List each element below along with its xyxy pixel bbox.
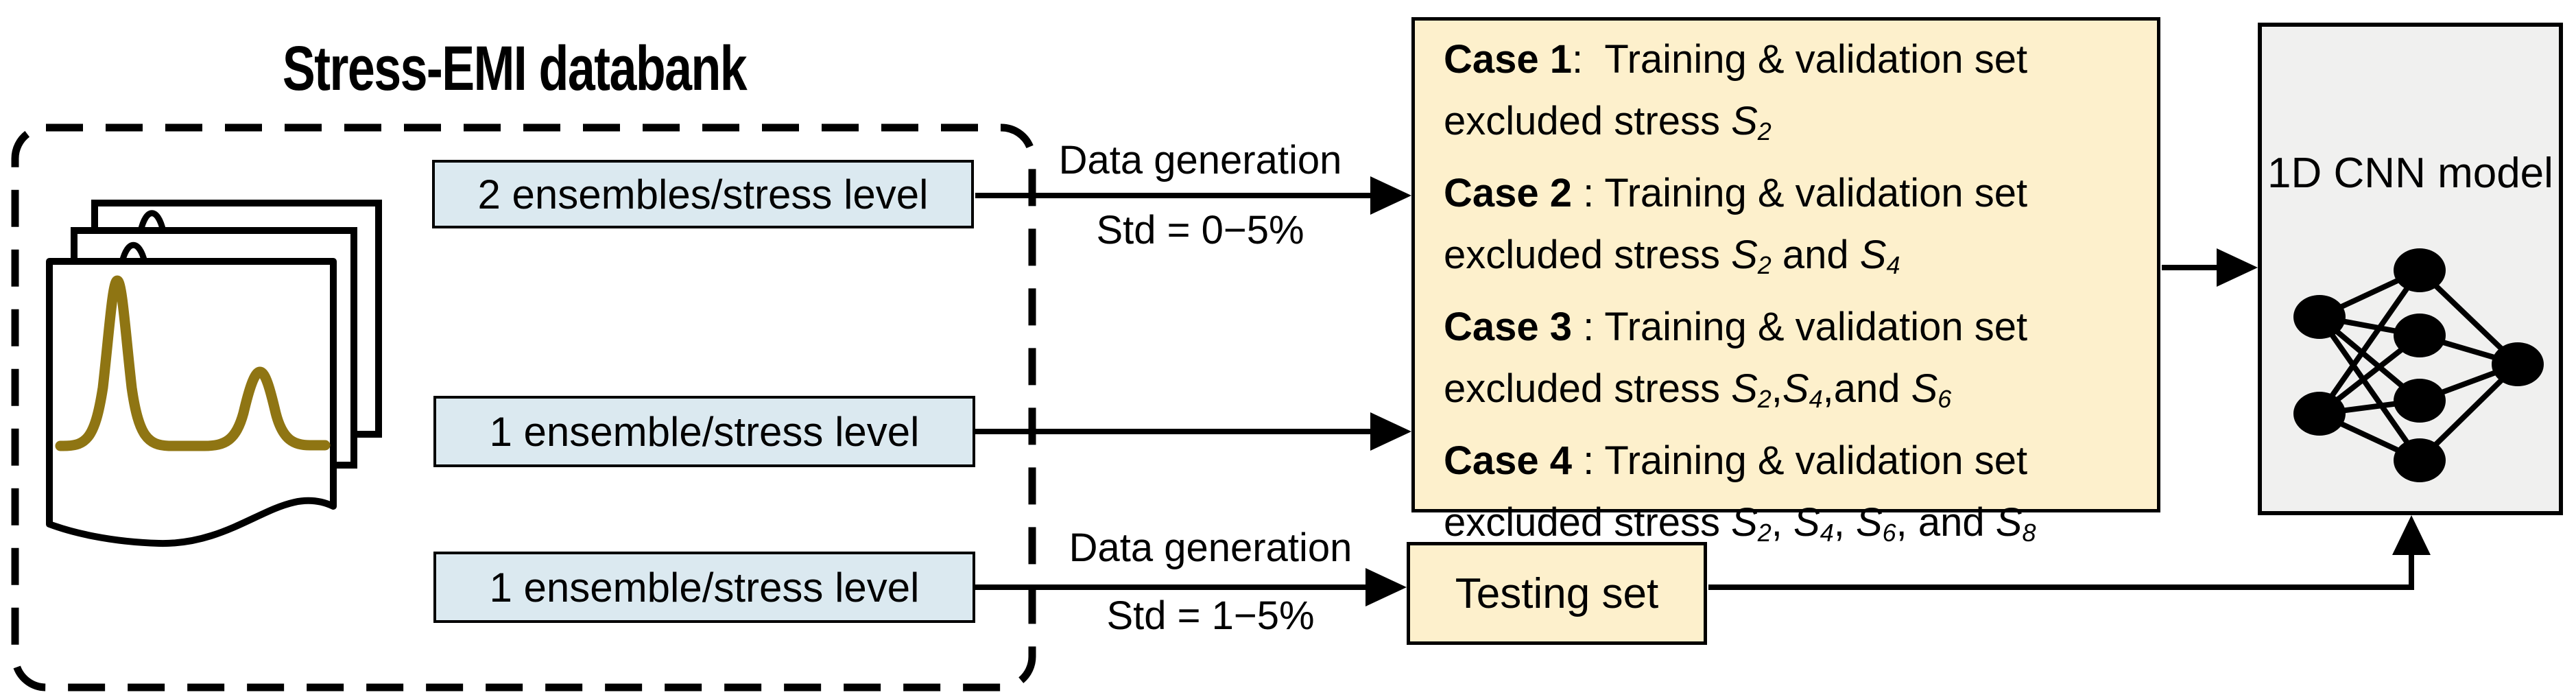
case-1-exclusion-line: excluded stress S2	[1444, 91, 2138, 163]
ensemble-box-3: 1 ensemble/stress level	[433, 552, 975, 623]
case-3-title-line: Case 3 : Training & validation set	[1444, 296, 2138, 358]
testing-set-label: Testing set	[1455, 569, 1659, 617]
ensemble-box-2-label: 1 ensemble/stress level	[489, 408, 920, 455]
stress-symbol: S	[1731, 499, 1758, 545]
case-1-separator: :	[1572, 37, 1605, 82]
case-text: excluded stress	[1444, 232, 1732, 277]
case-4-name: Case 4	[1444, 438, 1573, 483]
cnn-model-box: 1D CNN model	[2258, 23, 2563, 515]
stress-symbol: S	[1855, 499, 1883, 545]
case-2-exclusion-line: excluded stress S2 and S4	[1444, 224, 2138, 296]
case-3-exclusion-line: excluded stress S2,S4,and S6	[1444, 358, 2138, 430]
case-3-desc: Training & validation set	[1604, 304, 2028, 349]
case-2-name: Case 2	[1444, 170, 1573, 215]
case-2-desc: Training & validation set	[1604, 170, 2028, 215]
case-text: excluded stress	[1444, 99, 1732, 143]
stress-symbol: S	[1911, 366, 1938, 411]
case-text: ,	[1771, 366, 1782, 411]
testing-set-box: Testing set	[1407, 542, 1707, 645]
case-text: ,	[1771, 499, 1794, 545]
case-text: and	[1771, 232, 1860, 277]
ensemble-box-1-label: 2 ensembles/stress level	[477, 171, 929, 217]
case-text: excluded stress	[1444, 366, 1732, 411]
stress-subscript: 6	[1882, 518, 1896, 547]
stress-subscript: 8	[2022, 518, 2036, 547]
case-4-desc: Training & validation set	[1604, 438, 2028, 483]
case-2-title-line: Case 2 : Training & validation set	[1444, 163, 2138, 224]
case-1-desc: Training & validation set	[1604, 37, 2028, 82]
case-text: , and	[1896, 499, 1996, 545]
case-text: ,and	[1822, 366, 1911, 411]
case-definitions-box: Case 1: Training & validation set exclud…	[1411, 17, 2160, 547]
case-3-name: Case 3	[1444, 304, 1573, 349]
stress-symbol: S	[1859, 232, 1887, 277]
stress-symbol: S	[1731, 99, 1758, 143]
case-1-name: Case 1	[1444, 37, 1573, 82]
case-4-exclusion-line: excluded stress S2, S4, S6, and S8	[1444, 492, 2138, 564]
case-text: excluded stress	[1444, 499, 1732, 545]
ensemble-box-2: 1 ensemble/stress level	[433, 396, 975, 467]
case-text: ,	[1833, 499, 1856, 545]
case-1-title-line: Case 1: Training & validation set	[1444, 29, 2138, 91]
stress-subscript: 2	[1757, 117, 1772, 145]
case-2-separator: :	[1572, 170, 1605, 215]
cnn-model-label: 1D CNN model	[2267, 150, 2553, 197]
stress-subscript: 2	[1757, 518, 1772, 547]
stress-symbol: S	[1995, 499, 2023, 545]
stress-symbol: S	[1793, 499, 1820, 545]
stress-subscript: 6	[1937, 384, 1952, 413]
stress-symbol: S	[1731, 232, 1758, 277]
ensemble-box-1: 2 ensembles/stress level	[432, 160, 974, 228]
stress-symbol: S	[1731, 366, 1758, 411]
stress-subscript: 4	[1886, 250, 1900, 279]
stress-subscript: 4	[1809, 384, 1823, 413]
case-4-title-line: Case 4 : Training & validation set	[1444, 430, 2138, 492]
ensemble-box-3-label: 1 ensemble/stress level	[489, 564, 920, 611]
stress-symbol: S	[1782, 366, 1809, 411]
stress-subscript: 2	[1757, 250, 1772, 279]
case-4-separator: :	[1572, 438, 1605, 483]
stress-subscript: 2	[1757, 384, 1772, 413]
case-3-separator: :	[1572, 304, 1605, 349]
stress-subscript: 4	[1820, 518, 1834, 547]
